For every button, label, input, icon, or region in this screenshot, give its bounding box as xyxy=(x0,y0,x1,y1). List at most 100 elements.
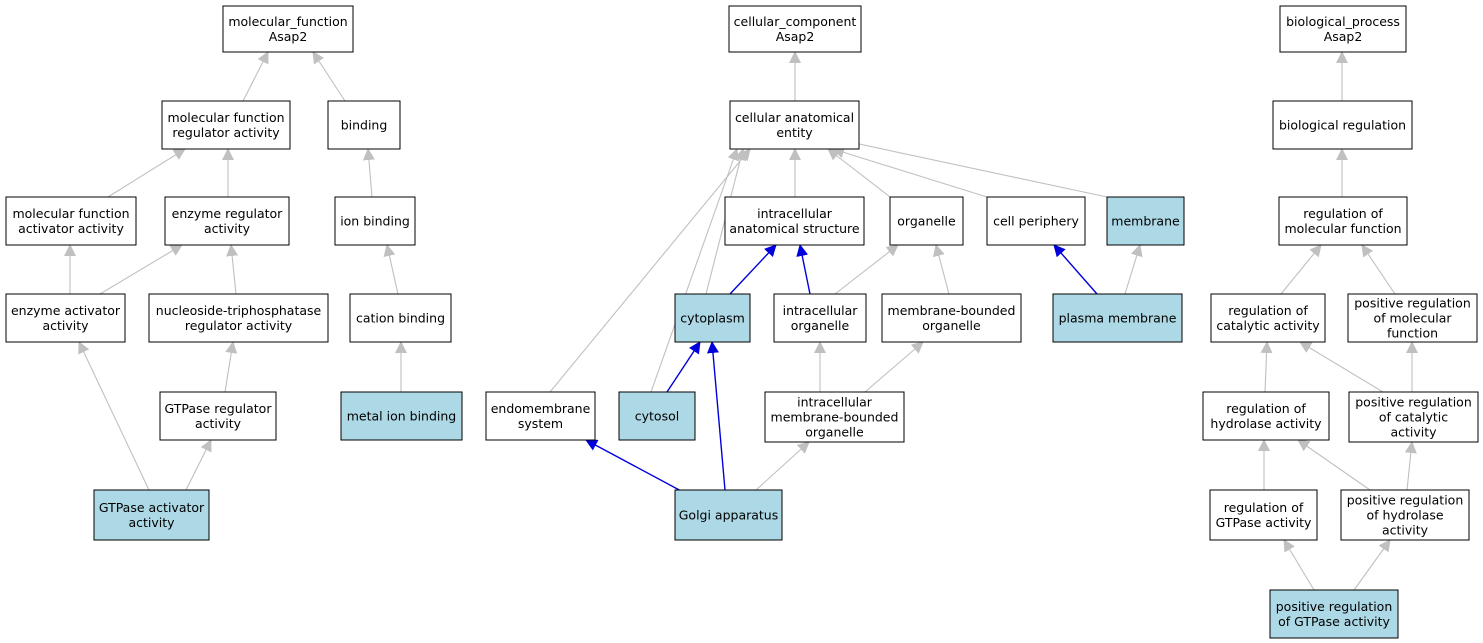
edge-prha-to-rha xyxy=(1297,439,1371,491)
node-box xyxy=(1272,100,1413,150)
node-box xyxy=(1210,293,1326,343)
node-pm[interactable]: plasma membrane xyxy=(1052,293,1183,343)
node-box xyxy=(1269,589,1399,639)
node-label-line: cation binding xyxy=(356,311,445,326)
node-ionb[interactable]: ion binding xyxy=(334,196,416,246)
node-label-line: activator activity xyxy=(18,221,124,236)
node-label-line: GTPase activator xyxy=(99,500,205,515)
node-cytosol[interactable]: cytosol xyxy=(618,391,696,441)
edge-iorg-to-org xyxy=(834,244,899,295)
node-label-line: activity xyxy=(128,515,175,530)
node-box xyxy=(881,293,1022,343)
node-label-line: activity xyxy=(1382,523,1429,538)
node-box xyxy=(618,391,696,441)
node-binding[interactable]: binding xyxy=(327,100,401,150)
edge-prmf-to-rmf xyxy=(1361,244,1396,295)
node-label-line: of catalytic xyxy=(1379,410,1448,425)
edge-prha-to-prca xyxy=(1404,441,1417,491)
edge-pm-to-mem xyxy=(1124,244,1143,295)
edge-prca-to-rca xyxy=(1299,341,1384,393)
node-box xyxy=(1052,293,1183,343)
node-label-line: positive regulation xyxy=(1354,296,1471,311)
node-label-line: system xyxy=(518,416,563,431)
node-label-line: organelle xyxy=(922,318,981,333)
node-catb[interactable]: cation binding xyxy=(349,293,452,343)
node-org[interactable]: organelle xyxy=(889,196,964,246)
node-box xyxy=(674,489,783,541)
node-label-line: regulation of xyxy=(1224,500,1304,515)
node-golgi[interactable]: Golgi apparatus xyxy=(674,489,783,541)
node-box xyxy=(773,293,867,343)
node-label-line: catalytic activity xyxy=(1216,318,1320,333)
node-cper[interactable]: cell periphery xyxy=(986,196,1086,246)
node-label-line: biological regulation xyxy=(1279,118,1406,133)
node-box xyxy=(729,100,860,150)
node-label-line: cell periphery xyxy=(993,214,1079,229)
node-br[interactable]: biological regulation xyxy=(1272,100,1413,150)
node-box xyxy=(159,391,277,441)
edge-mfaa-to-mfra xyxy=(107,148,186,198)
node-box xyxy=(1278,196,1408,246)
node-label-line: membrane-bounded xyxy=(771,410,899,425)
node-box xyxy=(1348,391,1479,443)
node-label-line: intracellular xyxy=(797,395,873,410)
node-label-line: activity xyxy=(1390,425,1437,440)
node-label-line: membrane-bounded xyxy=(888,303,1016,318)
node-label-line: activity xyxy=(42,318,89,333)
node-label-line: intracellular xyxy=(783,303,859,318)
node-label-line: endomembrane xyxy=(491,401,591,416)
node-label-line: activity xyxy=(195,416,242,431)
node-metb[interactable]: metal ion binding xyxy=(340,391,463,441)
edge-cytosol-to-cae xyxy=(650,148,739,393)
edge-mfra-to-mf xyxy=(242,51,269,102)
node-box xyxy=(889,196,964,246)
node-box xyxy=(148,293,329,343)
node-label-line: enzyme activator xyxy=(11,303,121,318)
node-mem[interactable]: membrane xyxy=(1106,196,1185,246)
node-label-line: hydrolase activity xyxy=(1210,416,1322,431)
edge-ems-to-cae xyxy=(549,148,751,393)
node-box xyxy=(334,196,416,246)
node-box xyxy=(327,100,401,150)
node-cyto[interactable]: cytoplasm xyxy=(674,293,751,343)
node-label-line: organelle xyxy=(805,425,864,440)
node-label-line: positive regulation xyxy=(1355,395,1472,410)
edge-gtpaa-to-eaa xyxy=(78,341,150,491)
node-box xyxy=(5,196,137,246)
node-label-line: positive regulation xyxy=(1276,599,1393,614)
edge-rca-to-rmf xyxy=(1280,244,1322,295)
node-label-line: molecular function xyxy=(167,110,284,125)
node-label-line: Asap2 xyxy=(269,29,308,44)
node-label-line: entity xyxy=(776,125,813,140)
edges xyxy=(64,51,1418,591)
node-box xyxy=(222,5,354,53)
node-label-line: regulator activity xyxy=(172,125,280,140)
node-label-line: anatomical structure xyxy=(729,221,859,236)
node-label-line: of hydrolase xyxy=(1366,508,1443,523)
